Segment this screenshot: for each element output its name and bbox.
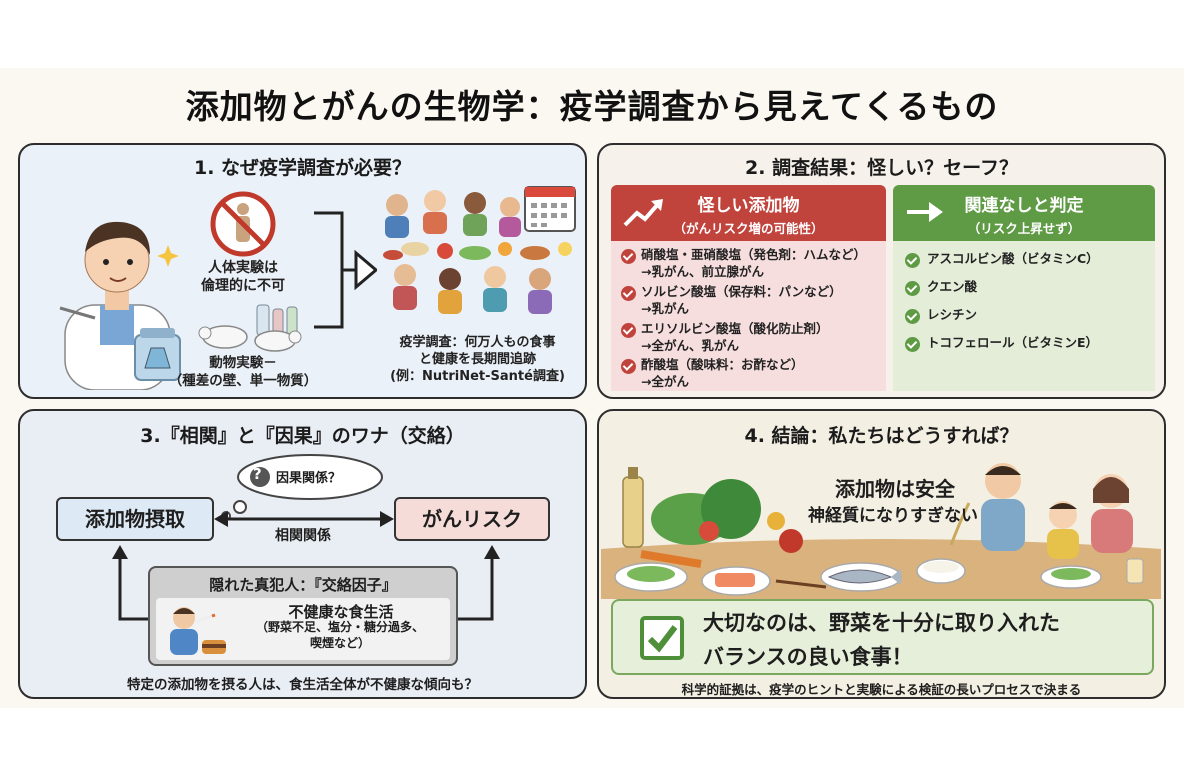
panel-conclusion: 4. 結論：私たちはどうすれば？ 添加物は安全 神経質に [597, 409, 1166, 699]
meal-table-illustration [601, 463, 1161, 599]
check-icon [905, 337, 920, 352]
additive-intake-box: 添加物摂取 [56, 497, 214, 541]
suspicious-item: エリソルビン酸塩（酸化防止剤）→全がん、乳がん [641, 321, 829, 353]
confounder-detail: （野菜不足、塩分・糖分過多、 喫煙など） [255, 620, 424, 650]
safe-subheading: （リスク上昇せず） [967, 221, 1081, 236]
confounder-title: 隠れた真犯人：『交絡因子』 [209, 576, 397, 594]
suspicious-subheading: （がんリスク増の可能性） [673, 221, 824, 236]
trend-up-icon [623, 199, 663, 227]
arrow-right-icon [907, 202, 943, 222]
correlation-arrow [214, 511, 394, 527]
correlation-label: 相関関係 [275, 528, 331, 544]
conclusion-line2: バランスの良い食事！ [703, 645, 913, 669]
suspicious-heading: 怪しい添加物 [697, 196, 800, 216]
crowd-food-illustration [383, 186, 576, 314]
suspicious-item: 酢酸塩（酸味料：お酢など）→全がん [641, 357, 804, 389]
safe-item: アスコルビン酸（ビタミンC） [927, 251, 1099, 266]
bubble-line1: 添加物は安全 [835, 477, 955, 501]
confounder-main: 不健康な食生活 [288, 603, 394, 621]
unhealthy-person-illustration [170, 607, 226, 655]
panel-why-epidemiology: 1. なぜ疫学調査が必要？ 人体実験は 倫理的に不可 動物実験－ （種差の壁、単… [18, 143, 587, 399]
check-icon [621, 323, 636, 338]
confounder-arrows [112, 545, 500, 621]
check-icon [905, 281, 920, 296]
suspicious-item: 硝酸塩・亜硝酸塩（発色剤：ハムなど）→乳がん、前立腺がん [641, 247, 867, 279]
animal-testing-label: 動物実験－ （種差の壁、単一物質） [168, 355, 318, 389]
thought-text: 因果関係？ [276, 471, 342, 486]
no-human-testing-icon [210, 191, 276, 257]
safe-item: レシチン [927, 307, 978, 322]
conclusion-box: 大切なのは、野菜を十分に取り入れた バランスの良い食事！ [611, 599, 1154, 675]
cancer-risk-box: がんリスク [394, 497, 550, 541]
safe-item: クエン酸 [927, 279, 978, 294]
bubble-line2: 神経質になりすぎない [808, 506, 978, 526]
human-testing-label: 人体実験は 倫理的に不可 [201, 260, 285, 295]
scientist-illustration [59, 221, 181, 390]
check-icon [621, 286, 636, 301]
panel4-title: 4. 結論：私たちはどうすれば？ [744, 425, 1019, 447]
panel1-title: 1. なぜ疫学調査が必要？ [193, 157, 412, 179]
suspicious-item: ソルビン酸塩（保存料：パンなど）→乳がん [641, 284, 842, 316]
check-icon [905, 253, 920, 268]
check-icon [621, 249, 636, 264]
check-icon [621, 359, 636, 374]
question-mark-icon: ? [253, 465, 262, 483]
checkbox-icon [640, 616, 684, 660]
conclusion-line1: 大切なのは、野菜を十分に取り入れた [703, 611, 1060, 635]
check-icon [905, 309, 920, 324]
confounder-box: 隠れた真犯人：『交絡因子』 不健康な食生活 （野菜不足、塩分・糖分過多、 喫煙な… [148, 566, 458, 666]
panel3-footer: 特定の添加物を摂る人は、食生活全体が不健康な傾向も？ [127, 677, 478, 693]
page-title: 添加物とがんの生物学：疫学調査から見えてくるもの [185, 87, 999, 126]
safe-heading: 関連なしと判定 [964, 196, 1084, 216]
merge-arrow [314, 211, 377, 329]
safe-item: トコフェロール（ビタミンE） [927, 335, 1099, 350]
suspicious-additives-header: 怪しい添加物 （がんリスク増の可能性） [611, 185, 886, 241]
panel4-footer: 科学的証拠は、疫学のヒントと実験による検証の長いプロセスで決まる [681, 682, 1082, 697]
panel3-title: 3.『相関』と『因果』のワナ（交絡） [140, 425, 465, 447]
suspicious-additives-list: 硝酸塩・亜硝酸塩（発色剤：ハムなど）→乳がん、前立腺がん ソルビン酸塩（保存料：… [611, 241, 886, 391]
thought-bubble [221, 454, 383, 521]
safe-additives-list: アスコルビン酸（ビタミンC） クエン酸 レシチン トコフェロール（ビタミンE） [893, 241, 1155, 391]
panel2-title: 2. 調査結果：怪しい？セーフ？ [745, 157, 1018, 179]
safe-additives-header: 関連なしと判定 （リスク上昇せず） [893, 185, 1155, 241]
epidemiology-label: 疫学調査：何万人もの食事 と健康を長期間追跡 (例：NutriNet-Santé… [390, 335, 565, 384]
panel-findings: 2. 調査結果：怪しい？セーフ？ 怪しい添加物 （がんリスク増の可能性） 硝酸塩… [597, 143, 1166, 399]
panel-correlation-causation: 3.『相関』と『因果』のワナ（交絡） ? 因果関係？ 添加物摂取 がんリスク 相… [18, 409, 587, 699]
lab-mice-illustration [198, 304, 302, 352]
